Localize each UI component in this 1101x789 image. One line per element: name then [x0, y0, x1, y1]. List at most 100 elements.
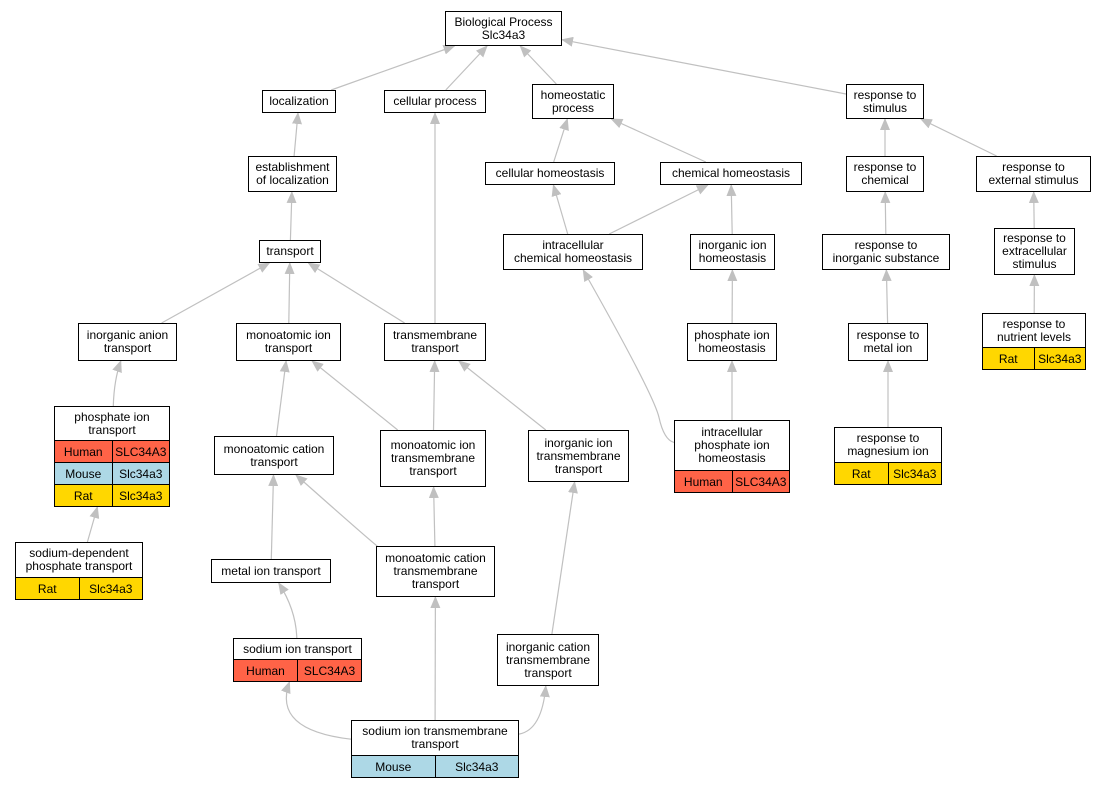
- go-term-inorganic-cation-transmembrane-transport[interactable]: inorganic cation transmembrane transport: [497, 634, 599, 686]
- go-term-label: sodium ion transmembrane transport: [362, 724, 508, 751]
- go-term-label: metal ion transport: [221, 563, 321, 578]
- edge-sodium-ion-transmembrane-transport-to-sodium-ion-transport: [281, 681, 352, 740]
- go-term-label: inorganic anion transport: [86, 328, 169, 355]
- go-term-label: response to chemical: [853, 160, 917, 187]
- species-annotation-row: Human SLC34A3: [55, 440, 169, 462]
- go-term-label: inorganic cation transmembrane transport: [505, 639, 591, 680]
- species-label: Human: [63, 444, 103, 459]
- edge-monoatomic-ion-transport-to-transport: [284, 262, 295, 324]
- species-label: Human: [683, 474, 723, 489]
- go-term-transport[interactable]: transport: [259, 240, 321, 263]
- edge-response-to-stimulus-to-root: [561, 36, 847, 95]
- edge-homeostatic-process-to-root: [519, 45, 557, 85]
- go-term-label: monoatomic cation transmembrane transpor…: [385, 551, 486, 591]
- species-label: Rat: [37, 581, 57, 596]
- go-term-phosphate-ion-homeostasis[interactable]: phosphate ion homeostasis: [687, 323, 777, 361]
- go-term-response-to-external-stimulus[interactable]: response to external stimulus: [976, 156, 1091, 192]
- edge-response-to-extracellular-stimulus-to-response-to-external-stimulus: [1028, 191, 1039, 229]
- edge-inorganic-cation-transmembrane-transport-to-inorganic-ion-transmembrane-transport: [551, 481, 578, 635]
- edge-monoatomic-cation-transmembrane-transport-to-monoatomic-ion-transmembrane-transport: [428, 486, 439, 547]
- go-term-inorganic-ion-homeostasis[interactable]: inorganic ion homeostasis: [690, 234, 775, 270]
- go-term-homeostatic-process[interactable]: homeostatic process: [532, 84, 614, 119]
- go-term-label: localization: [269, 94, 329, 108]
- edge-response-to-external-stimulus-to-response-to-stimulus: [919, 118, 997, 157]
- go-term-response-to-metal-ion[interactable]: response to metal ion: [848, 323, 928, 361]
- go-term-response-to-inorganic-substance[interactable]: response to inorganic substance: [822, 234, 950, 270]
- gene-symbol: SLC34A3: [111, 441, 170, 462]
- gene-symbol: Slc34a3: [434, 756, 519, 777]
- go-term-transmembrane-transport[interactable]: transmembrane transport: [384, 323, 486, 361]
- go-term-label: response to extracellular stimulus: [1002, 231, 1067, 271]
- gene-symbol: Slc34a3: [111, 485, 170, 506]
- go-term-response-to-extracellular-stimulus[interactable]: response to extracellular stimulus: [994, 228, 1075, 275]
- go-term-monoatomic-ion-transmembrane-transport[interactable]: monoatomic ion transmembrane transport: [380, 430, 486, 487]
- edge-sodium-ion-transmembrane-transport-to-inorganic-cation-transmembrane-transport: [518, 685, 550, 735]
- go-term-metal-ion-transport[interactable]: metal ion transport: [211, 559, 331, 583]
- edge-metal-ion-transport-to-monoatomic-cation-transport: [268, 474, 279, 560]
- edge-intracellular-phosphate-ion-homeostasis-to-intracellular-chemical-homeostasis: [582, 269, 675, 443]
- go-term-localization[interactable]: localization: [262, 90, 336, 113]
- edge-chemical-homeostasis-to-homeostatic-process: [610, 118, 707, 163]
- go-term-inorganic-anion-transport[interactable]: inorganic anion transport: [78, 323, 177, 361]
- go-term-cellular-homeostasis[interactable]: cellular homeostasis: [485, 162, 615, 185]
- edge-cellular-homeostasis-to-homeostatic-process: [553, 118, 569, 163]
- species-label: Rat: [851, 466, 871, 481]
- edge-inorganic-ion-transmembrane-transport-to-transmembrane-transport: [458, 360, 547, 431]
- go-term-label: monoatomic ion transport: [246, 328, 331, 355]
- edge-response-to-inorganic-substance-to-response-to-chemical: [880, 191, 891, 235]
- go-term-label: transmembrane transport: [392, 328, 478, 355]
- go-term-monoatomic-cation-transmembrane-transport[interactable]: monoatomic cation transmembrane transpor…: [376, 546, 495, 597]
- go-term-label: response to stimulus: [853, 87, 917, 115]
- edge-transmembrane-transport-to-transport: [307, 262, 405, 324]
- go-term-label: response to metal ion: [856, 328, 920, 355]
- gene-symbol: Slc34a3: [887, 463, 942, 484]
- edge-sodium-dependent-phosphate-transport-to-phosphate-ion-transport: [86, 506, 100, 543]
- species-label: Rat: [73, 488, 93, 503]
- go-term-monoatomic-cation-transport[interactable]: monoatomic cation transport: [214, 436, 334, 475]
- go-term-monoatomic-ion-transport[interactable]: monoatomic ion transport: [236, 323, 341, 361]
- edge-monoatomic-cation-transport-to-monoatomic-ion-transport: [275, 360, 290, 437]
- go-term-chemical-homeostasis[interactable]: chemical homeostasis: [660, 162, 802, 185]
- go-term-cellular-process[interactable]: cellular process: [384, 90, 486, 113]
- go-term-label: intracellular chemical homeostasis: [513, 238, 633, 265]
- go-term-inorganic-ion-transmembrane-transport[interactable]: inorganic ion transmembrane transport: [528, 430, 629, 482]
- edge-localization-to-root: [330, 44, 456, 91]
- go-term-label: establishment of localization: [255, 160, 330, 187]
- go-term-label: homeostatic process: [540, 87, 606, 115]
- go-term-label: sodium-dependent phosphate transport: [25, 546, 133, 573]
- go-term-label: monoatomic ion transmembrane transport: [390, 438, 476, 478]
- species-label: Mouse: [65, 466, 102, 481]
- go-term-label: intracellular phosphate ion homeostasis: [694, 425, 770, 465]
- edge-transport-to-establishment-of-localization: [286, 191, 297, 241]
- go-term-label: inorganic ion transmembrane transport: [536, 435, 621, 476]
- go-term-label: response to nutrient levels: [996, 316, 1072, 344]
- go-term-label: phosphate ion transport: [74, 409, 150, 437]
- go-term-label: response to magnesium ion: [847, 431, 929, 458]
- go-term-response-to-chemical[interactable]: response to chemical: [846, 156, 924, 192]
- species-label: Mouse: [375, 759, 412, 774]
- go-term-label: sodium ion transport: [243, 641, 352, 656]
- go-term-intracellular-chemical-homeostasis[interactable]: intracellular chemical homeostasis: [503, 234, 643, 270]
- species-annotation-row: Human SLC34A3: [675, 470, 789, 492]
- edge-monoatomic-cation-transmembrane-transport-to-monoatomic-cation-transport: [295, 474, 378, 547]
- go-term-root[interactable]: Biological Process Slc34a3: [445, 11, 562, 46]
- edge-intracellular-chemical-homeostasis-to-cellular-homeostasis: [551, 184, 569, 235]
- edge-cellular-process-to-root: [445, 45, 488, 91]
- go-term-response-to-stimulus[interactable]: response to stimulus: [846, 84, 924, 119]
- gene-symbol: SLC34A3: [731, 471, 790, 492]
- go-term-establishment-of-localization[interactable]: establishment of localization: [248, 156, 337, 192]
- edge-sodium-ion-transport-to-metal-ion-transport: [278, 582, 298, 639]
- go-term-label: phosphate ion homeostasis: [694, 328, 770, 355]
- gene-symbol: SLC34A3: [297, 660, 361, 681]
